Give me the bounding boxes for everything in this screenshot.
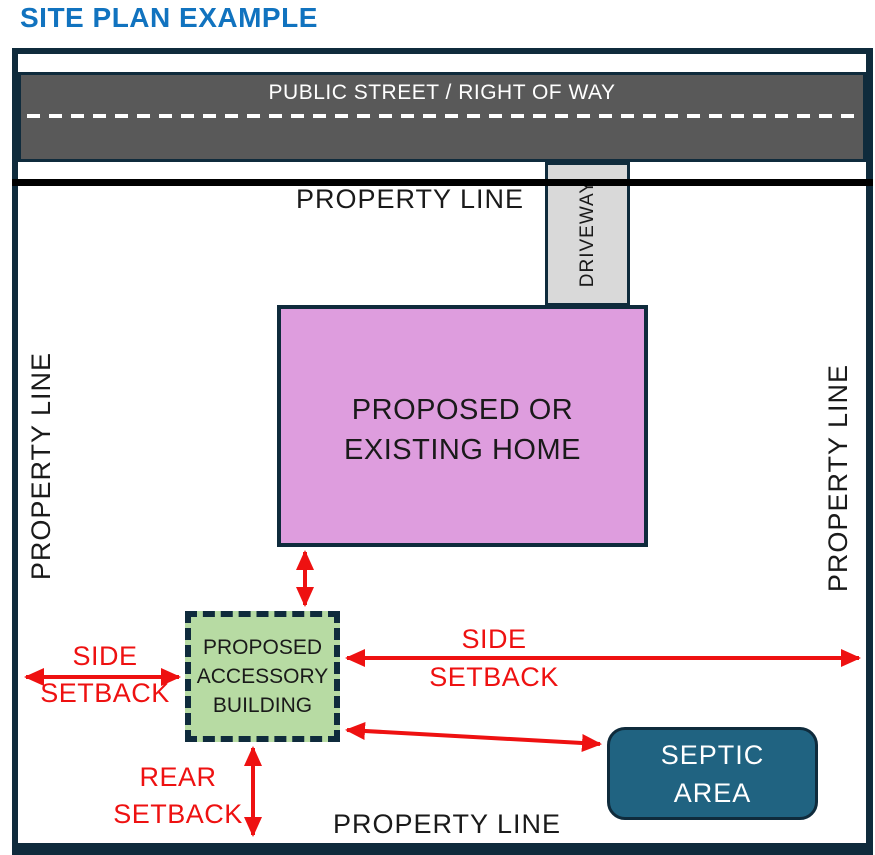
rear-setback-line1: REAR xyxy=(139,762,217,792)
home-label-line1: PROPOSED OR xyxy=(351,394,574,426)
side-setback-left-line1: SIDE xyxy=(72,641,138,671)
property-line-label-right: PROPERTY LINE xyxy=(820,363,856,593)
driveway-strip: DRIVEWAY xyxy=(545,162,630,306)
rear-setback-line2: SETBACK xyxy=(113,799,243,829)
home-label-line2: EXISTING HOME xyxy=(344,434,581,466)
property-line-label-right-text: PROPERTY LINE xyxy=(822,363,853,593)
public-street-band: PUBLIC STREET / RIGHT OF WAY xyxy=(18,72,866,162)
proposed-existing-home-box: PROPOSED OR EXISTING HOME xyxy=(277,305,648,547)
property-line-label-left-text: PROPERTY LINE xyxy=(25,351,56,581)
driveway-label: DRIVEWAY xyxy=(576,180,598,288)
accessory-to-septic-arrow xyxy=(345,722,602,752)
property-line-label-bottom: PROPERTY LINE xyxy=(332,809,562,839)
side-setback-left-line2: SETBACK xyxy=(40,678,170,708)
property-line-label-left: PROPERTY LINE xyxy=(23,351,59,581)
side-setback-label-right: SIDE SETBACK xyxy=(384,620,604,696)
side-setback-right-line2: SETBACK xyxy=(429,662,559,692)
street-center-dashed-line xyxy=(27,114,857,118)
accessory-label-line1: PROPOSED xyxy=(202,636,323,659)
site-plan-diagram: PUBLIC STREET / RIGHT OF WAY DRIVEWAY PR… xyxy=(12,48,873,855)
property-line-top-rule xyxy=(12,179,873,186)
page-title: SITE PLAN EXAMPLE xyxy=(20,2,318,33)
proposed-accessory-building-box: PROPOSED ACCESSORY BUILDING xyxy=(185,611,340,742)
side-setback-label-left: SIDE SETBACK xyxy=(25,638,185,712)
accessory-label-line3: BUILDING xyxy=(212,694,313,717)
public-street-label: PUBLIC STREET / RIGHT OF WAY xyxy=(268,81,616,104)
septic-label-line2: AREA xyxy=(673,777,752,808)
side-setback-right-line1: SIDE xyxy=(461,624,527,654)
accessory-label-line2: ACCESSORY xyxy=(196,665,329,688)
septic-area-box: SEPTIC AREA xyxy=(607,727,818,820)
rear-setback-label: REAR SETBACK xyxy=(68,759,288,833)
property-line-label-top: PROPERTY LINE xyxy=(295,184,525,214)
septic-label-line1: SEPTIC xyxy=(660,739,765,770)
